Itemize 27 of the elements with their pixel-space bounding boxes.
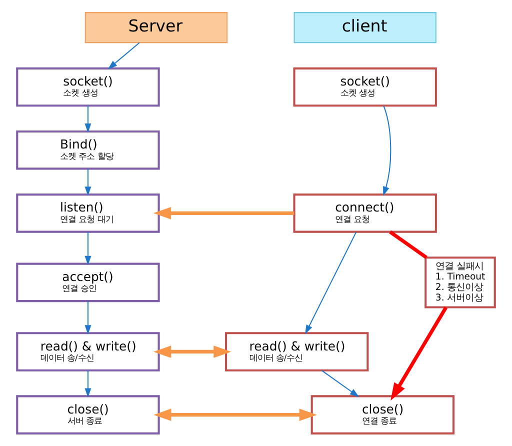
node-box: accept() 연결 승인: [16, 262, 160, 302]
node-box: close() 연결 종료: [310, 395, 455, 434]
arrow: [84, 106, 92, 133]
connector: [389, 230, 428, 260]
node-box: close() 서버 종료: [16, 395, 160, 434]
node-box: listen() 연결 요청 대기: [16, 194, 160, 233]
node-box: read() & write() 데이터 송/수신: [16, 332, 160, 372]
node-box: connect() 연결 요청: [293, 194, 437, 233]
node-box: Bind() 소켓 주소 할당: [16, 130, 160, 170]
arrow: [321, 370, 360, 398]
arrow: [153, 207, 294, 220]
node-box: socket() 소켓 생성: [16, 67, 160, 107]
arrow: [108, 42, 140, 70]
arrow: [153, 346, 232, 358]
node-box: 연결 실패시 1. Timeout 2. 통신이상 3. 서버이상: [424, 256, 496, 308]
arrow: [84, 232, 92, 266]
arrow: [390, 306, 448, 401]
arrow: [305, 232, 357, 334]
node-box: client: [294, 12, 436, 44]
arrow: [383, 106, 392, 196]
arrow: [84, 301, 92, 334]
arrow: [84, 370, 92, 398]
node-box: socket() 소켓 생성: [293, 67, 437, 107]
arrow: [84, 168, 92, 196]
node-box: read() & write() 데이터 송/수신: [224, 332, 369, 372]
arrow: [154, 408, 317, 421]
node-box: Server: [84, 12, 228, 44]
